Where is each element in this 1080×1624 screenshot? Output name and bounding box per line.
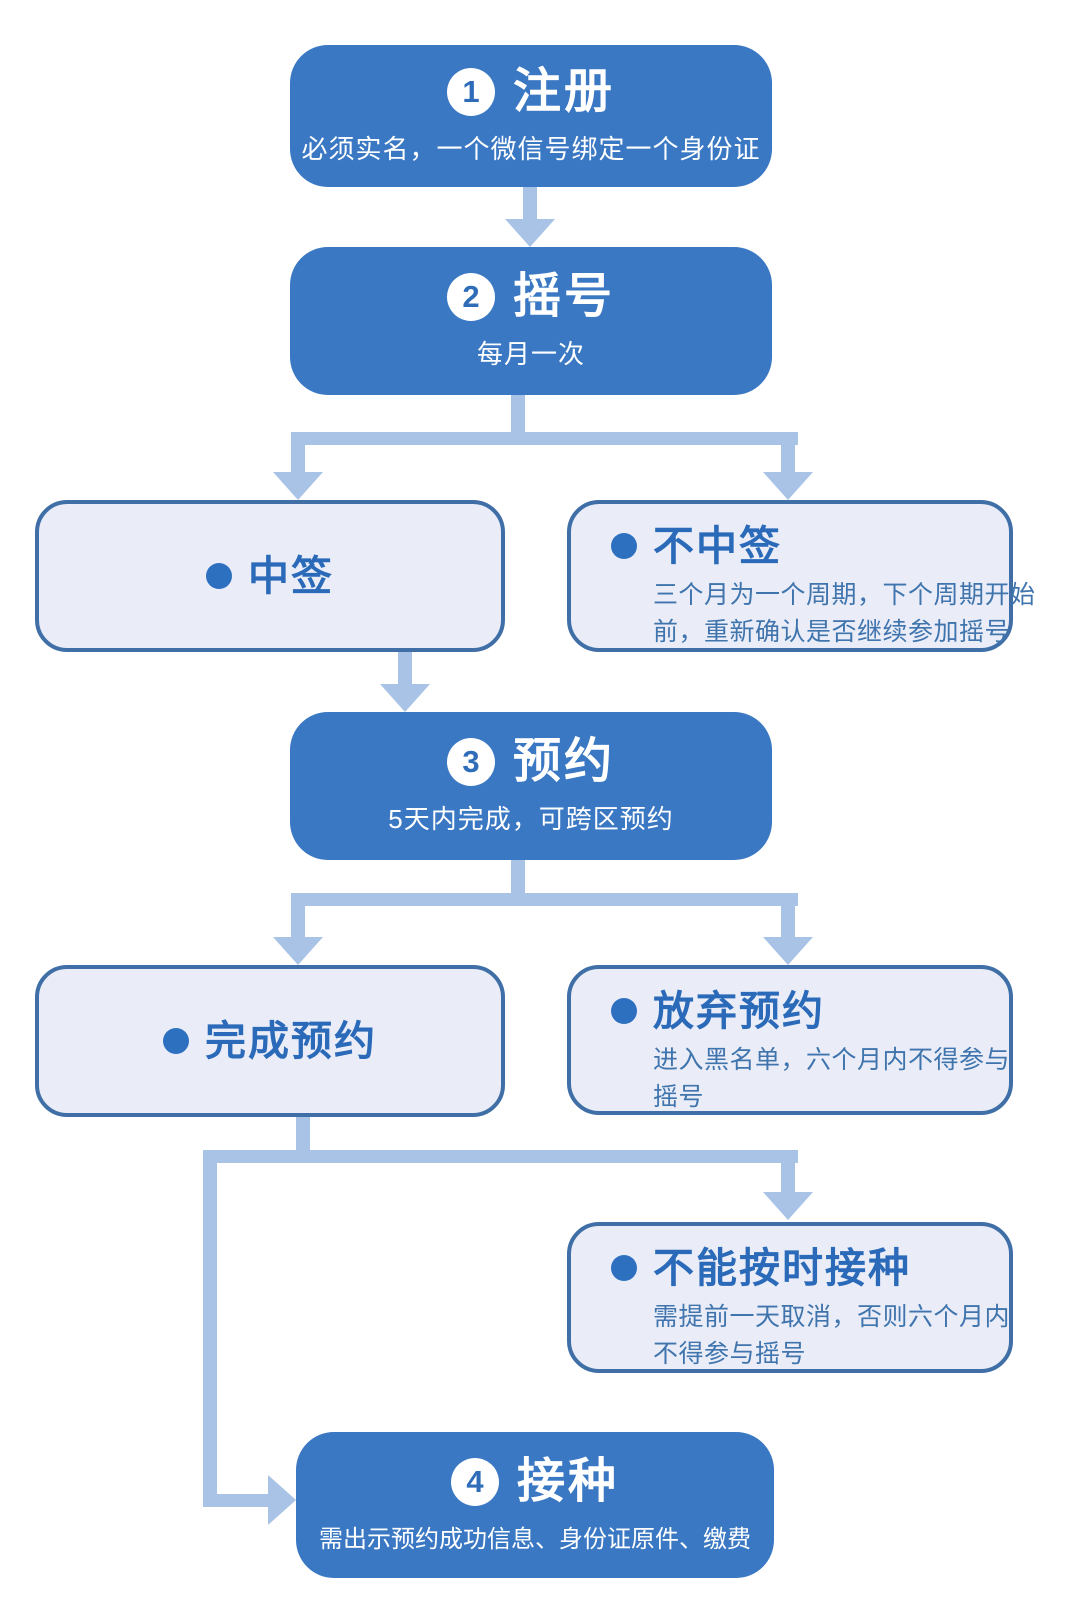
step-box-appointment: 3 预约 5天内完成，可跨区预约: [290, 712, 772, 860]
step-title-row: 1 注册: [446, 65, 615, 119]
outcome-win-title: 中签: [248, 552, 334, 599]
connector-register-to-lottery: [523, 187, 537, 221]
outcome-late-note: 需提前一天取消，否则六个月内 不得参与摇号: [653, 1303, 1011, 1368]
outcome-title-row: 不能按时接种: [611, 1244, 993, 1292]
outcome-late-title: 不能按时接种: [653, 1245, 911, 1291]
step-2-badge: 2: [446, 273, 495, 322]
outcome-abandon-title: 放弃预约: [653, 988, 825, 1034]
bullet-dot-icon: [611, 1255, 637, 1282]
connector-appointment-to-abandon: [781, 906, 795, 937]
step-3-badge: 3: [446, 738, 495, 787]
connector-complete-to-vaccinate-horizontal: [203, 1494, 268, 1507]
outcome-box-lose: 不中签 三个月为一个周期，下个周期开始 前，重新确认是否继续参加摇号: [567, 500, 1036, 652]
step-title-row: 4 接种: [450, 1455, 619, 1509]
connector-win-to-appointment: [398, 652, 412, 684]
step-1-subtitle: 必须实名，一个微信号绑定一个身份证: [301, 133, 761, 164]
step-1-title: 注册: [512, 65, 615, 119]
outcome-complete-title: 完成预约: [205, 1017, 377, 1064]
connector-lottery-split-stub: [511, 395, 525, 432]
outcome-title-row: 中签: [206, 552, 334, 600]
connector-appointment-to-complete: [291, 906, 305, 937]
bullet-dot-icon: [163, 1028, 189, 1054]
outcome-lose-note: 三个月为一个周期，下个周期开始 前，重新确认是否继续参加摇号: [653, 581, 1036, 646]
outcome-title-row: 不中签: [611, 522, 993, 570]
step-box-register: 1 注册 必须实名，一个微信号绑定一个身份证: [290, 45, 772, 187]
connector-complete-to-vaccinate-vertical: [203, 1150, 217, 1507]
connector-lottery-to-win: [291, 445, 305, 472]
connector-complete-to-late: [781, 1163, 795, 1192]
outcome-box-complete-appointment: 完成预约: [35, 965, 505, 1117]
arrow-down-icon: [763, 937, 813, 965]
arrow-down-icon: [763, 1192, 813, 1220]
arrow-down-icon: [505, 219, 555, 247]
outcome-title-row: 完成预约: [163, 1017, 377, 1065]
outcome-title-row: 放弃预约: [611, 987, 993, 1035]
outcome-lose-title: 不中签: [653, 523, 782, 569]
connector-appointment-split-stub: [511, 860, 525, 893]
step-4-badge: 4: [450, 1458, 499, 1507]
connector-lottery-to-lose: [781, 445, 795, 472]
arrow-down-icon: [380, 684, 430, 712]
connector-lottery-split-bar: [291, 432, 798, 445]
step-2-subtitle: 每月一次: [476, 338, 585, 369]
connector-complete-split-bar: [203, 1150, 798, 1163]
outcome-box-miss-appointment: 不能按时接种 需提前一天取消，否则六个月内 不得参与摇号: [567, 1222, 1013, 1373]
step-1-badge: 1: [446, 68, 495, 117]
step-box-vaccinate: 4 接种 需出示预约成功信息、身份证原件、缴费: [296, 1432, 774, 1578]
bullet-dot-icon: [611, 998, 637, 1025]
outcome-box-abandon-appointment: 放弃预约 进入黑名单，六个月内不得参与 摇号: [567, 965, 1013, 1115]
bullet-dot-icon: [206, 563, 232, 589]
step-4-title: 接种: [516, 1455, 619, 1509]
connector-appointment-split-bar: [291, 893, 798, 906]
arrow-right-icon: [268, 1475, 296, 1525]
step-3-title: 预约: [512, 735, 615, 789]
outcome-abandon-note: 进入黑名单，六个月内不得参与 摇号: [653, 1046, 1011, 1111]
step-2-title: 摇号: [512, 270, 615, 324]
step-title-row: 2 摇号: [446, 270, 615, 324]
arrow-down-icon: [763, 472, 813, 500]
step-box-lottery: 2 摇号 每月一次: [290, 247, 772, 395]
step-3-subtitle: 5天内完成，可跨区预约: [388, 803, 674, 834]
arrow-down-icon: [273, 937, 323, 965]
step-4-subtitle: 需出示预约成功信息、身份证原件、缴费: [319, 1525, 751, 1553]
outcome-box-win: 中签: [35, 500, 505, 652]
step-title-row: 3 预约: [446, 735, 615, 789]
connector-complete-split-stub: [296, 1117, 310, 1150]
arrow-down-icon: [273, 472, 323, 500]
bullet-dot-icon: [611, 533, 637, 560]
